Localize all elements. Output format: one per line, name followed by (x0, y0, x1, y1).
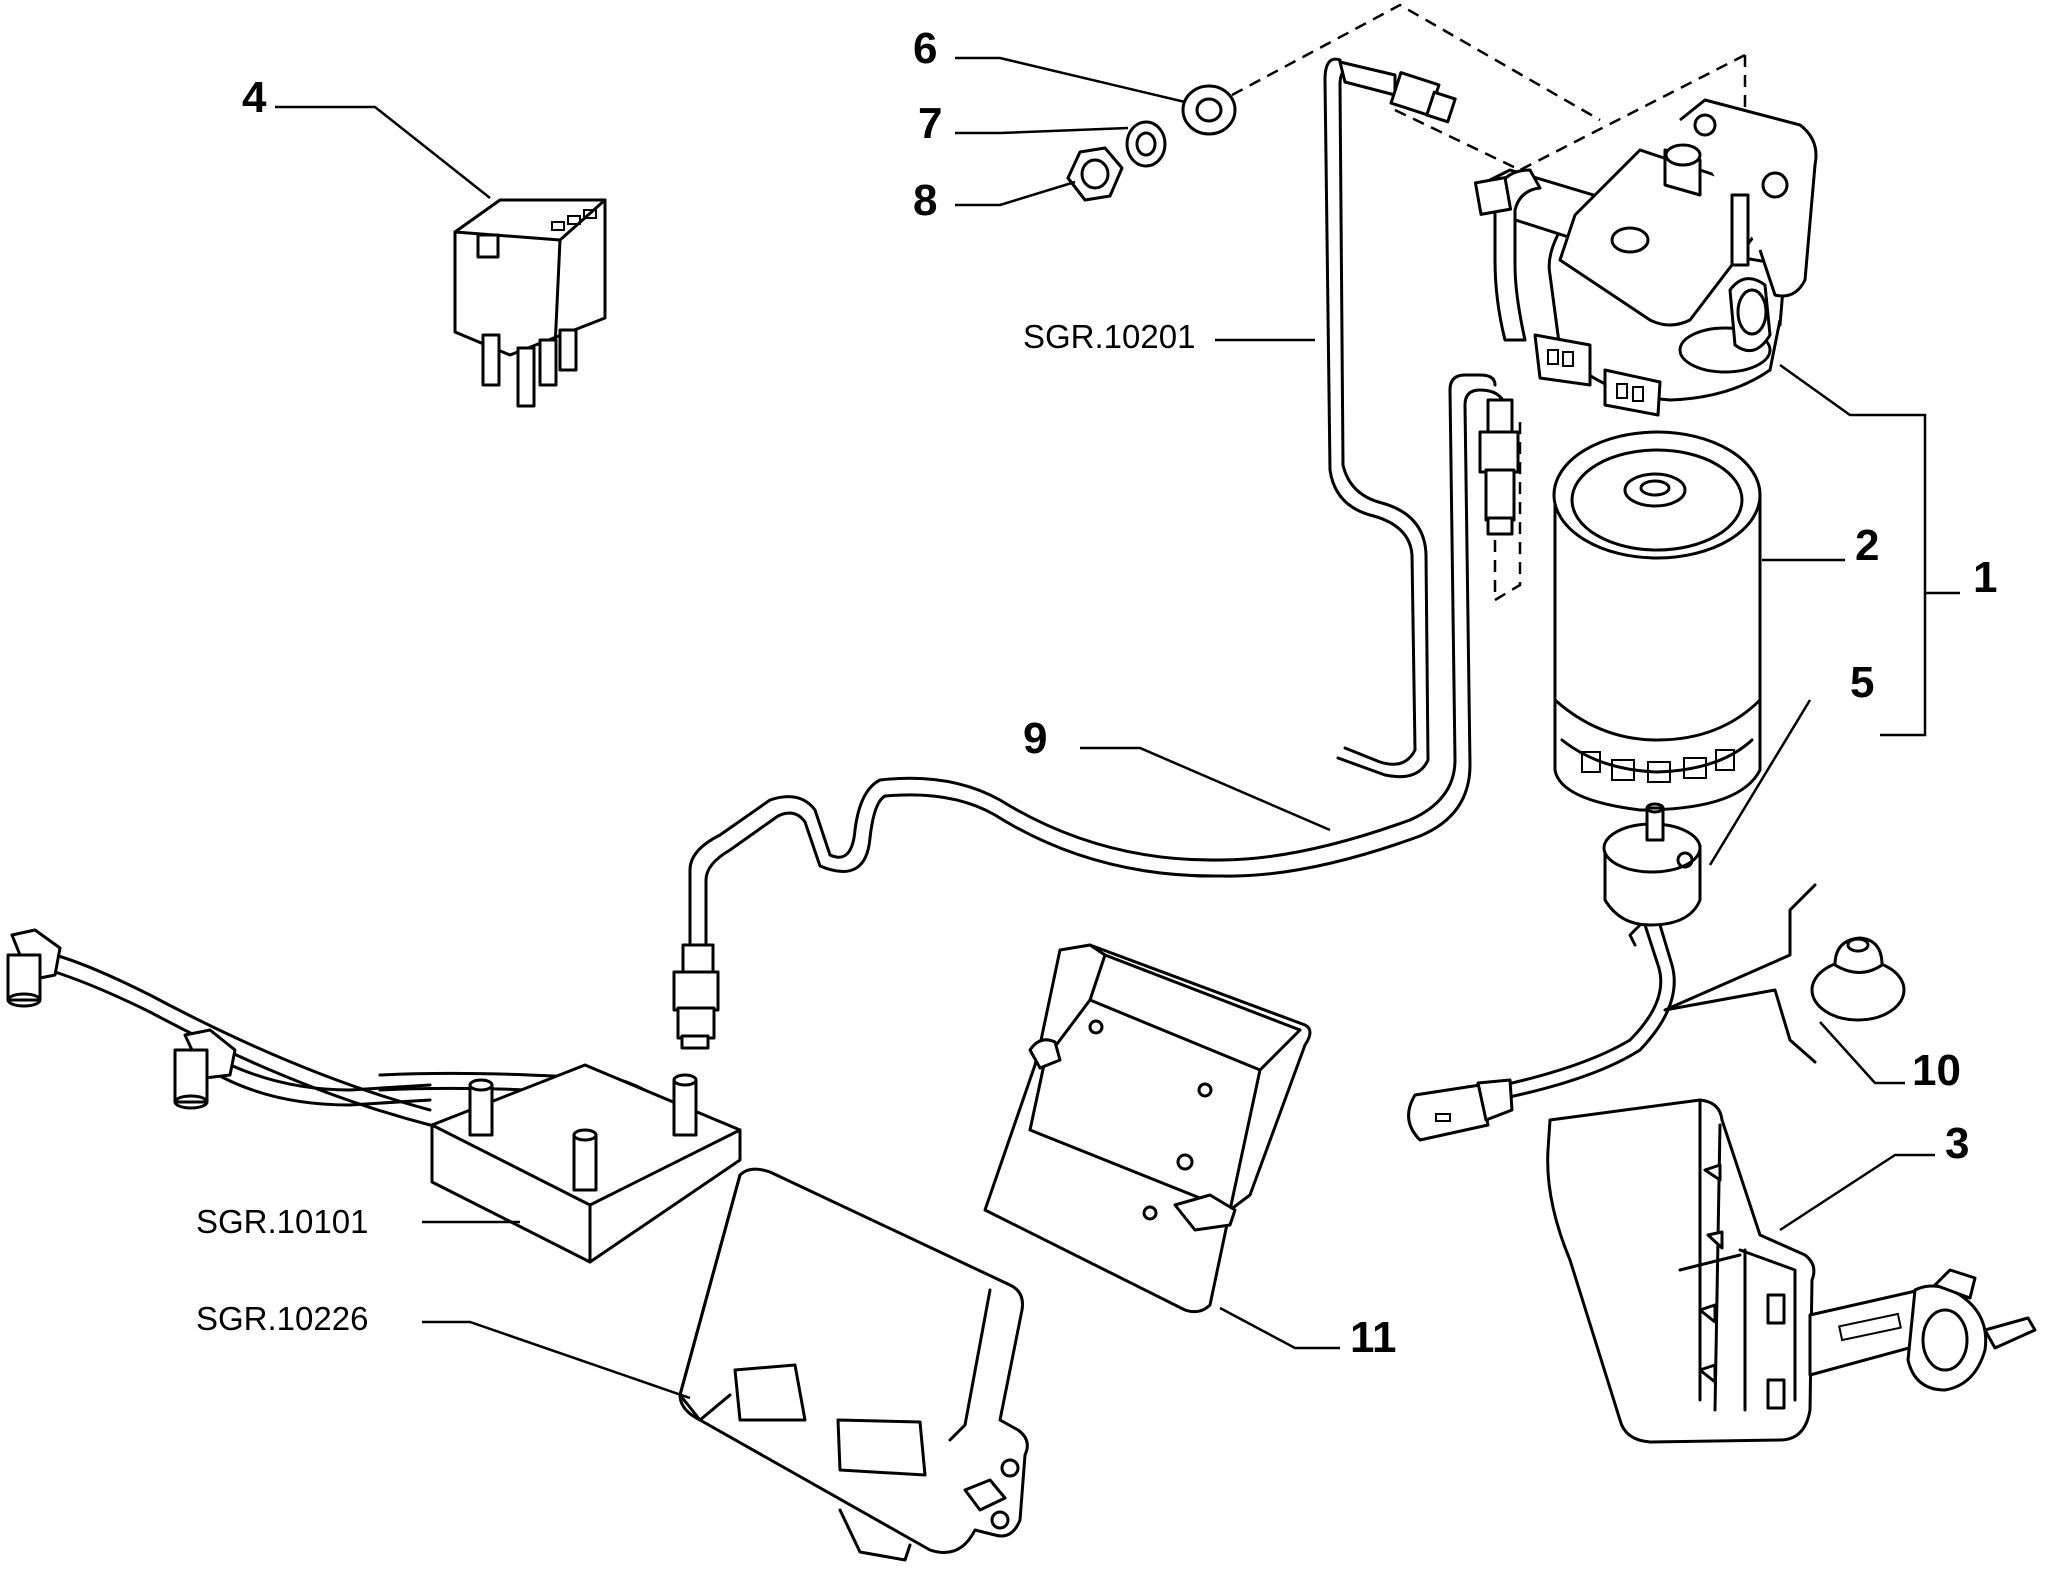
callout-3: 3 (1945, 1119, 1969, 1168)
relay (453, 198, 607, 408)
callout-9: 9 (1023, 714, 1047, 763)
mounting-bracket (1546, 1098, 2037, 1444)
callout-5: 5 (1850, 658, 1874, 707)
callout-8: 8 (913, 176, 937, 225)
filter-head (1473, 98, 1818, 417)
leader-lines (275, 56, 1960, 1400)
detail-bracket-lines (1663, 883, 1817, 1064)
callout-10: 10 (1912, 1046, 1961, 1095)
filter-cartridge (1552, 430, 1762, 812)
lock-washer (1125, 120, 1167, 168)
reference-sgr-10201: SGR.10201 (1023, 318, 1195, 355)
washer (1181, 84, 1237, 136)
callout-7: 7 (918, 99, 942, 148)
water-sensor (1407, 802, 1702, 1142)
callout-1: 1 (1973, 553, 1997, 602)
callout-2: 2 (1855, 521, 1879, 570)
callout-4: 4 (242, 73, 267, 122)
upper-fuel-pipe (1323, 57, 1457, 779)
callout-11: 11 (1350, 1313, 1397, 1362)
ecu-box (678, 1167, 1029, 1562)
sensor-pipe (672, 373, 1520, 1050)
reference-sgr-10226: SGR.10226 (196, 1300, 368, 1337)
hex-nut (1066, 146, 1124, 202)
grommet (1810, 936, 1906, 1022)
callout-6: 6 (913, 24, 937, 73)
reference-sgr-10101: SGR.10101 (196, 1203, 368, 1240)
ecu-bracket (983, 943, 1312, 1314)
wiring-harness (6, 928, 742, 1264)
